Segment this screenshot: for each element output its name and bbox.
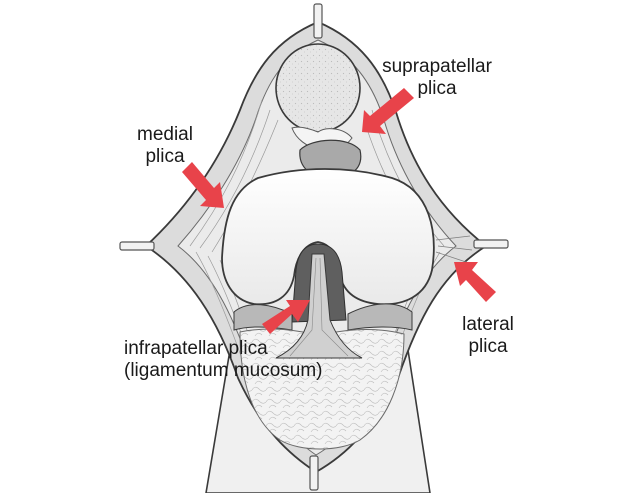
lateral-line2: plica [468, 336, 508, 357]
medial-plica-label: medial plica [130, 124, 200, 168]
medial-line1: medial [137, 124, 193, 145]
suprapatellar-line1: suprapatellar [382, 56, 492, 77]
patella [275, 43, 361, 133]
lateral-meniscus [347, 303, 413, 331]
suprapatellar-plica-label: suprapatellar plica [372, 56, 502, 100]
arrow-infrapatellar [262, 300, 310, 334]
infrapatellar-plica-label: infrapatellar plica (ligamentum mucosum) [124, 338, 323, 382]
arrow-medial [182, 162, 224, 208]
infrapatellar-line2: (ligamentum mucosum) [124, 360, 323, 381]
lateral-plica-label: lateral plica [448, 314, 528, 358]
infrapatellar-line1: infrapatellar plica [124, 338, 268, 359]
retractor-top [313, 3, 323, 39]
arrow-lateral [454, 262, 496, 302]
ligamentum-fibres [289, 257, 349, 357]
retractor-left [119, 241, 155, 251]
suprapatellar-line2: plica [417, 78, 457, 99]
arrow-suprapatellar [362, 88, 414, 134]
retractor-bottom [309, 455, 319, 491]
lateral-line1: lateral [462, 314, 514, 335]
retractor-right [473, 239, 509, 249]
ligamentum-mucosum [275, 253, 363, 359]
medial-line2: plica [145, 146, 185, 167]
